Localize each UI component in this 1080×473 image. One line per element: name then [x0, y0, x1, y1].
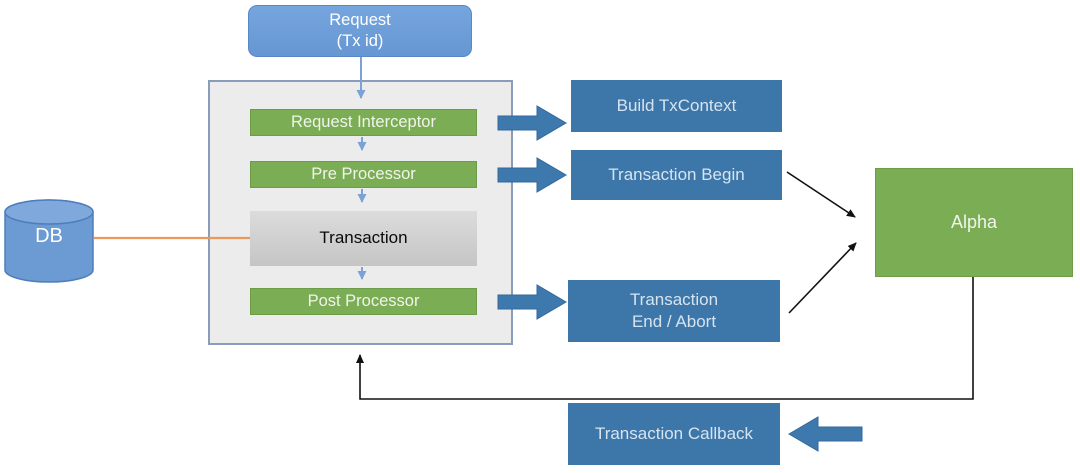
node-transaction-begin: Transaction Begin — [571, 150, 782, 200]
arrow-begin-to-alpha — [786, 171, 856, 218]
block-arrow-to-transaction-begin — [497, 157, 567, 193]
node-db: DB — [4, 199, 94, 284]
node-request-interceptor: Request Interceptor — [250, 109, 477, 136]
block-arrow-to-build-txcontext — [497, 105, 567, 141]
database-cylinder-icon — [4, 199, 94, 283]
node-pre-processor: Pre Processor — [250, 161, 477, 188]
node-alpha: Alpha — [875, 168, 1073, 277]
db-label: DB — [35, 225, 63, 247]
node-post-processor: Post Processor — [250, 288, 477, 315]
node-build-txcontext: Build TxContext — [571, 80, 782, 132]
node-transaction: Transaction — [250, 211, 477, 266]
node-transaction-end-abort: Transaction End / Abort — [568, 280, 780, 342]
node-transaction-callback: Transaction Callback — [568, 403, 780, 465]
node-request: Request (Tx id) — [248, 5, 472, 57]
block-arrow-to-transaction-end — [497, 284, 567, 320]
arrow-end-to-alpha — [788, 242, 857, 314]
arrow-alpha-feedback-to-panel — [356, 277, 974, 400]
block-arrow-to-transaction-callback — [788, 416, 863, 452]
